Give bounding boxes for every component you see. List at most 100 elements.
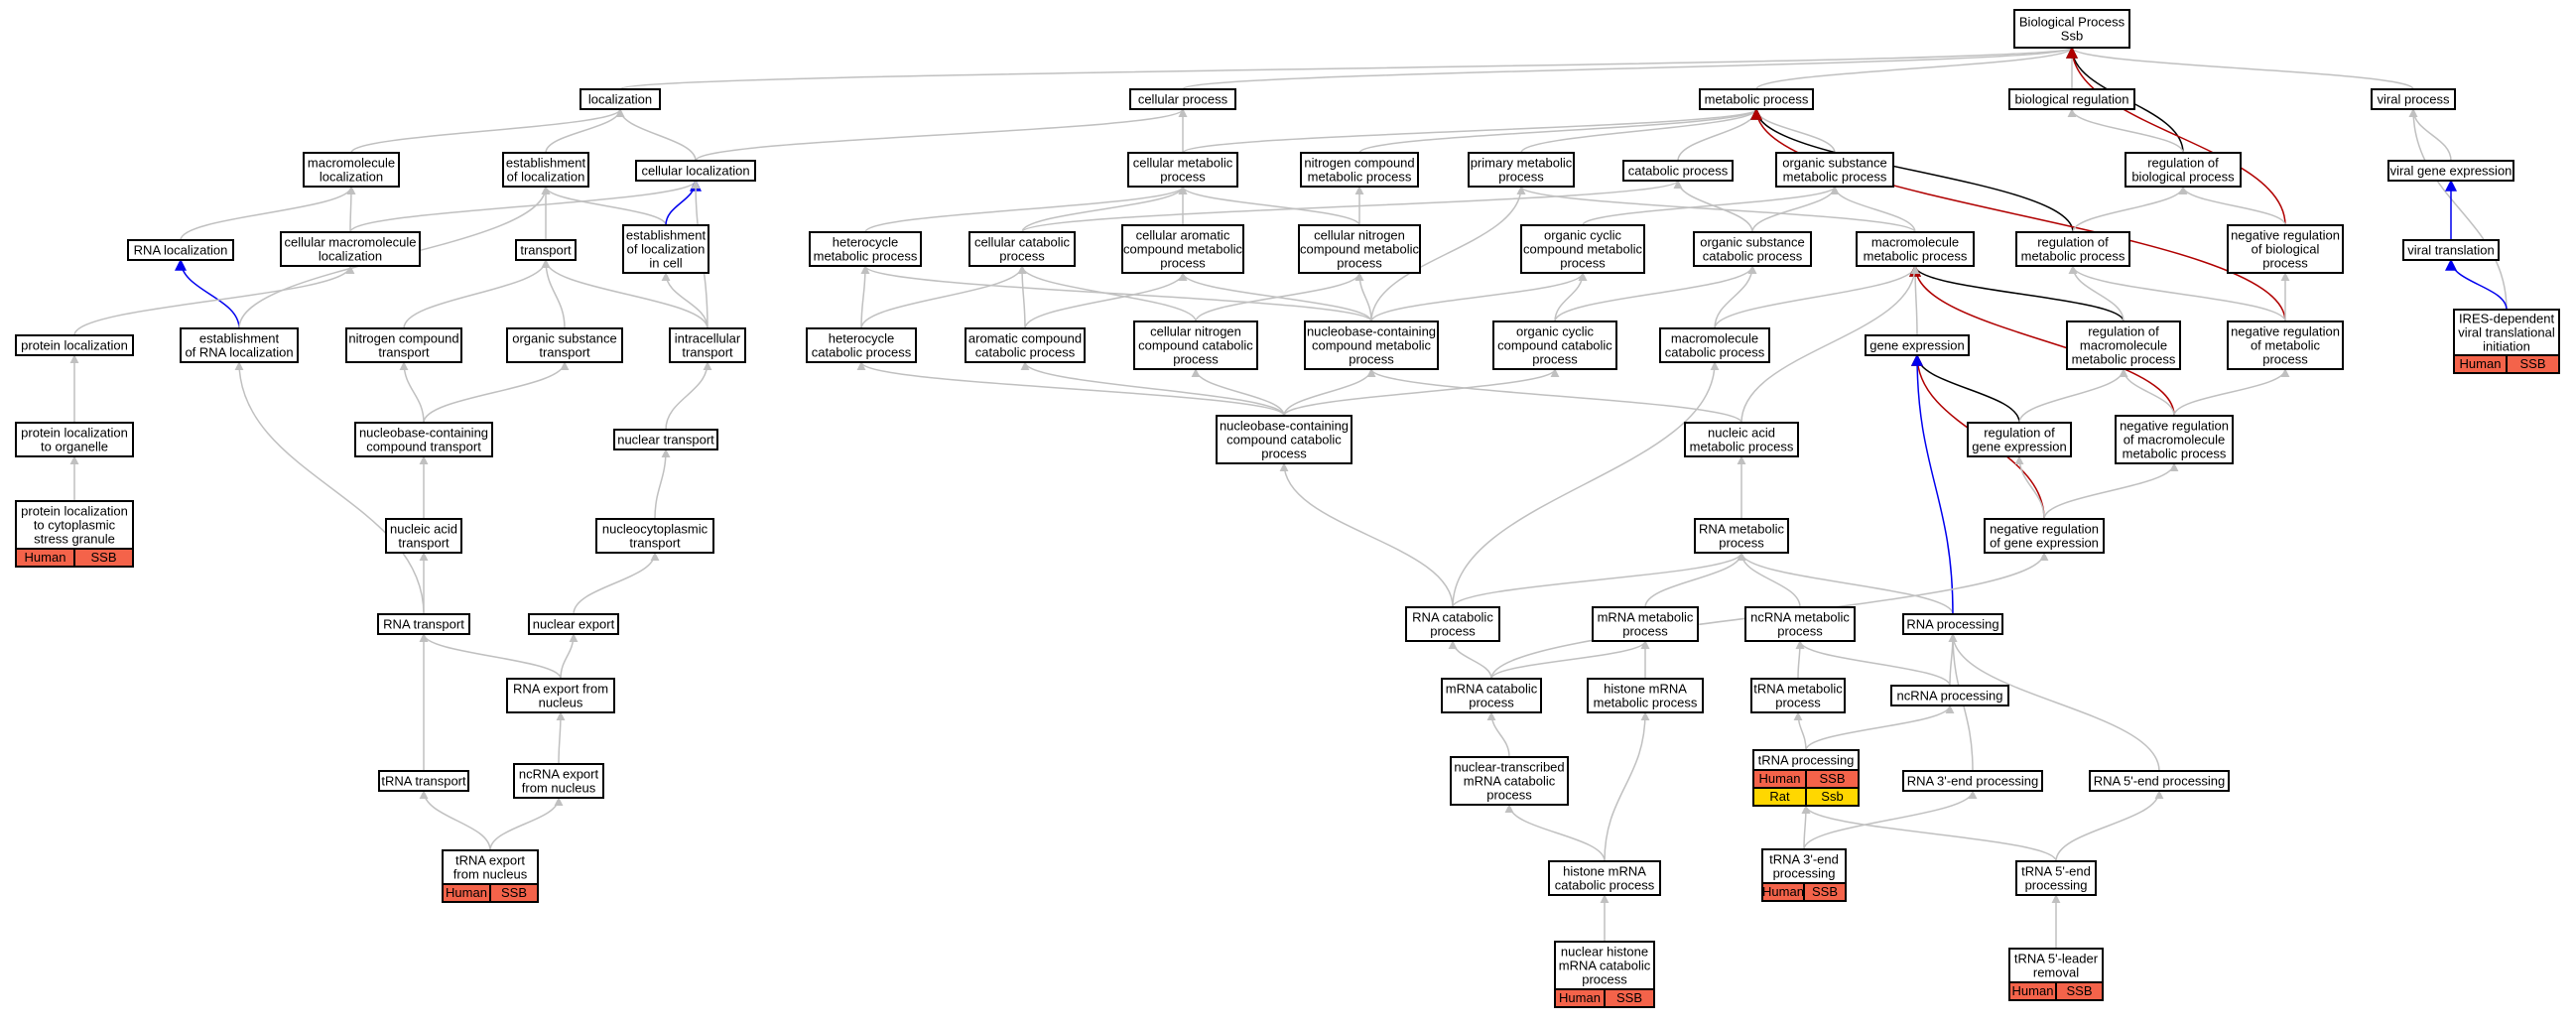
annotation-species: Human <box>1559 990 1601 1005</box>
go-term-node-viral-process[interactable]: viral process <box>2371 88 2456 110</box>
node-label-line: nucleobase-containing <box>359 426 488 441</box>
go-term-node-nuclear-transport[interactable]: nuclear transport <box>613 429 718 450</box>
go-term-node-metabolic-process[interactable]: metabolic process <box>1699 88 1814 110</box>
go-term-node-viral-translation[interactable]: viral translation <box>2402 239 2500 261</box>
go-term-node-localization[interactable]: localization <box>580 88 661 110</box>
node-label-line: compound metabolic <box>1123 242 1242 257</box>
node-box <box>2013 9 2130 49</box>
edge-nitrogen_compound_transport-to-transport <box>403 259 551 329</box>
go-term-node-catabolic-process[interactable]: catabolic process <box>1622 160 1734 182</box>
node-label-line: process <box>1498 170 1544 185</box>
go-term-node-biological-regulation[interactable]: biological regulation <box>2008 88 2135 110</box>
edge-negative_regulation_of_metabolic_process-to-metabolic_process <box>1750 107 2286 322</box>
edge-nuclear_transcribed_mrna_catabolic_process-to-mrna_catabolic_process <box>1486 711 1510 758</box>
node-label-line: stress granule <box>34 532 115 547</box>
go-term-node-rna-processing[interactable]: RNA processing <box>1902 613 2003 635</box>
go-term-node-rna-5-end-processing[interactable]: RNA 5'-end processing <box>2089 770 2230 792</box>
go-term-node-trna-transport[interactable]: tRNA transport <box>378 770 469 792</box>
go-term-node-cellular-process[interactable]: cellular process <box>1129 88 1236 110</box>
go-term-node-ncrna-processing[interactable]: ncRNA processing <box>1890 685 2009 706</box>
go-term-node-protein-localization[interactable]: protein localization <box>15 334 134 356</box>
node-label-line: RNA 5'-end processing <box>2094 774 2226 789</box>
go-term-node-cellular-localization[interactable]: cellular localization <box>635 160 756 182</box>
go-term-node-transport[interactable]: transport <box>515 239 577 261</box>
node-box <box>968 231 1076 267</box>
node-label-line: regulation of <box>2088 324 2159 339</box>
go-term-node-gene-expression[interactable]: gene expression <box>1865 334 1970 356</box>
node-label-line: tRNA processing <box>1758 753 1855 768</box>
node-label-line: Ssb <box>2061 29 2083 44</box>
go-term-node-nuclear-export[interactable]: nuclear export <box>528 613 619 635</box>
node-label-line: primary metabolic <box>1471 156 1573 171</box>
edge-rna_localization-to-macromolecule_localization <box>180 186 356 241</box>
node-label-line: metabolic process <box>1690 440 1794 454</box>
edge-regulation_of_gene_expression-to-gene_expression <box>1911 353 2020 424</box>
go-term-node-rna-3-end-processing[interactable]: RNA 3'-end processing <box>1902 770 2043 792</box>
edge-localization-to-bp <box>619 47 2076 90</box>
edge-primary_metabolic_process-to-metabolic_process <box>1520 108 1761 154</box>
go-term-node-viral-gene-expression[interactable]: viral gene expression <box>2387 160 2514 182</box>
go-term-node-rna-transport[interactable]: RNA transport <box>377 613 470 635</box>
go-term-node-rna-localization[interactable]: RNA localization <box>127 239 234 261</box>
